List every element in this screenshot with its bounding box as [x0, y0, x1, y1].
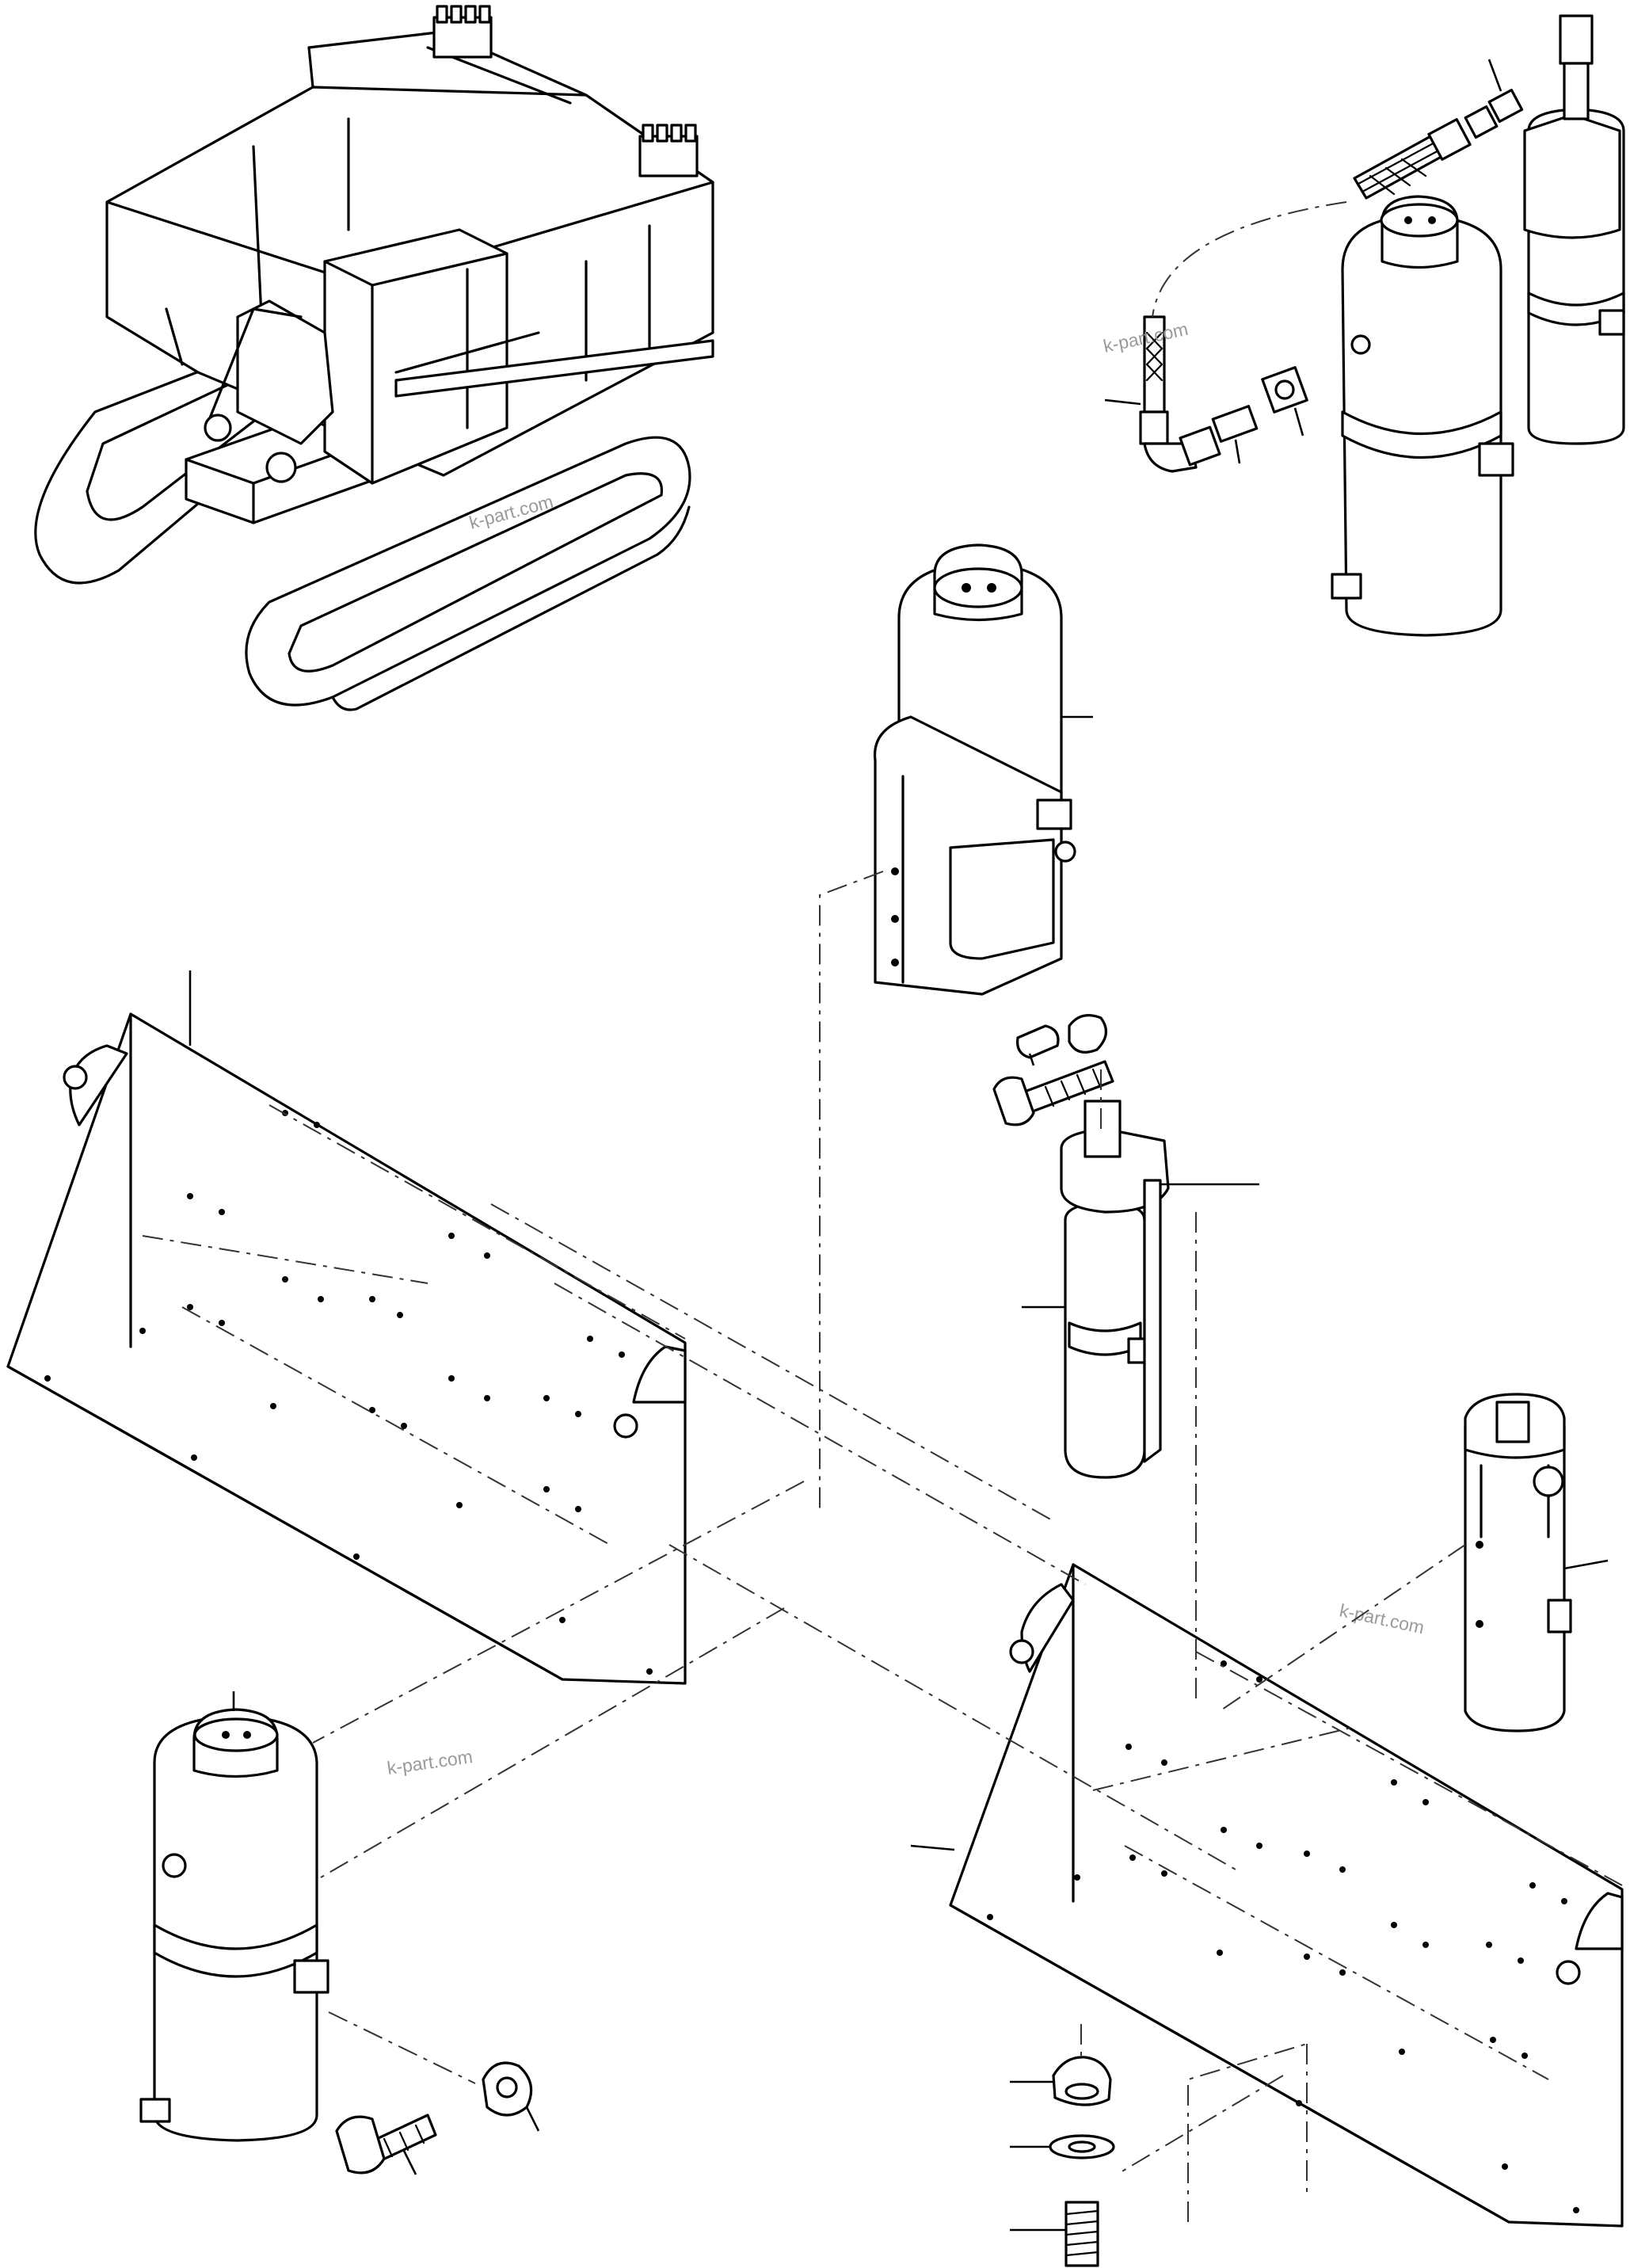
roof-valve-bank-left — [432, 5, 493, 59]
watermark: k-part.com — [386, 1746, 474, 1778]
mounting-plate-left — [6, 970, 687, 1685]
roof-valve-bank-right — [638, 124, 699, 177]
cylinder-with-bracket — [873, 543, 1093, 996]
fastener-stack-bottom — [1010, 2056, 1115, 2267]
mounting-plate-right — [910, 1563, 1624, 2228]
watermark: k-part.com — [1338, 1599, 1426, 1637]
assembly-centerlines — [312, 871, 1466, 2222]
cylinder-bottom-left: k-part.com — [139, 1691, 474, 2142]
plate-holes-left — [44, 1110, 653, 1675]
bolt-nut-pair-upper — [992, 1014, 1114, 1126]
bolt-nut-pair-lower — [335, 2061, 540, 2175]
hose-fitting-detail: k-part.com — [1102, 14, 1625, 637]
plate-holes-right — [987, 1660, 1579, 2213]
narrow-cylinder-center — [1022, 1100, 1259, 1479]
machine-overview-illustration: k-part.com — [34, 5, 714, 711]
tall-bracket-cylinder-right: k-part.com — [1338, 1393, 1609, 1732]
